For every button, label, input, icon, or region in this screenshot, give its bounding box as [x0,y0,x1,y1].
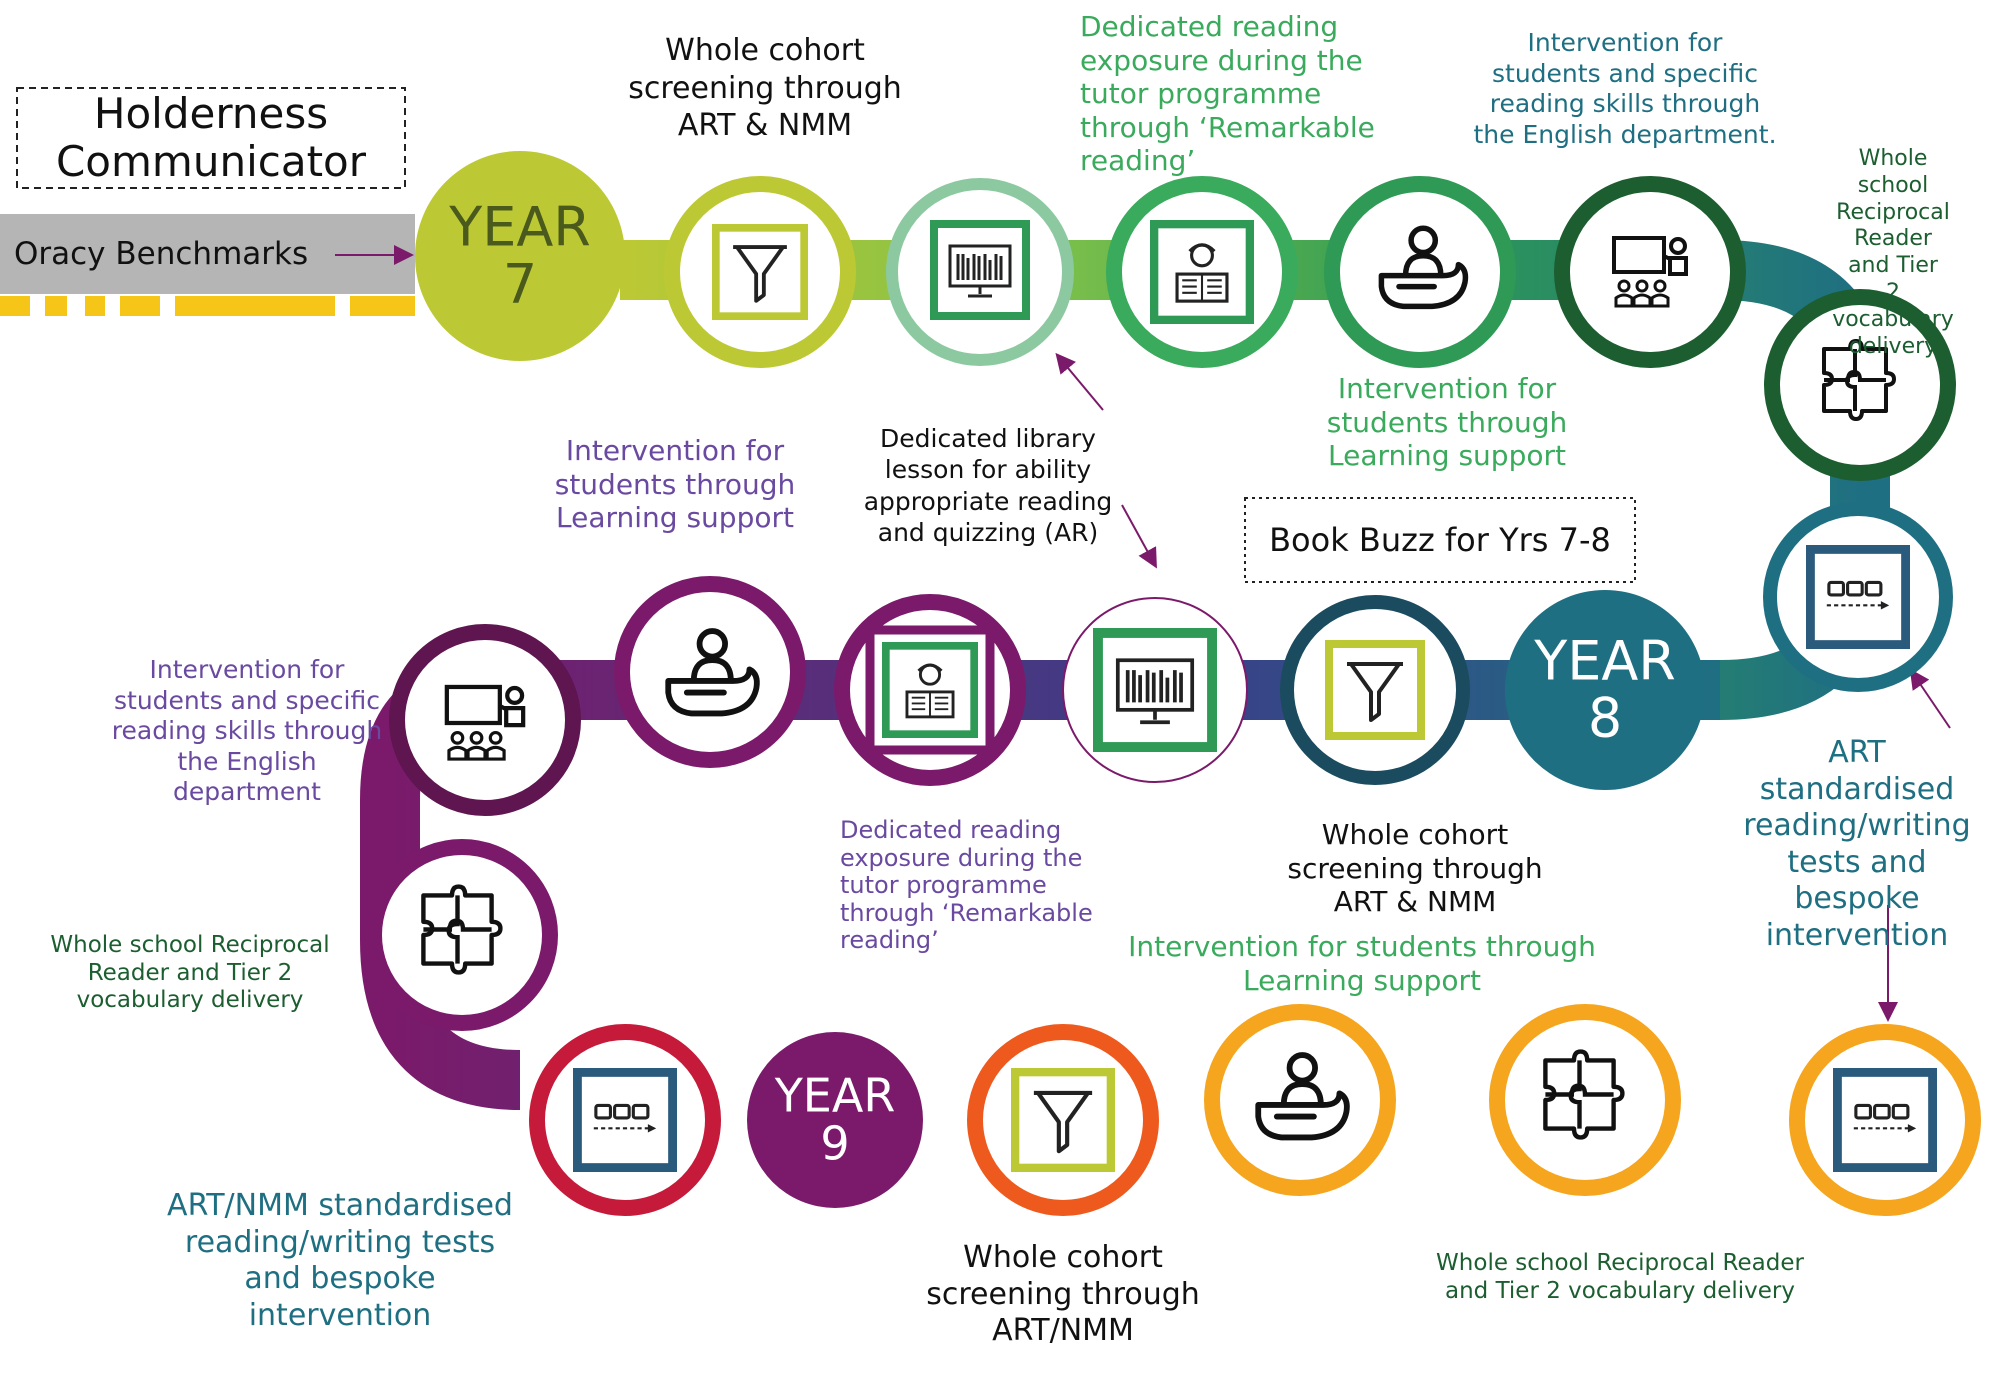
y7-screening-node [664,176,856,368]
y7-learning-support-label: Intervention for students through Learni… [1326,372,1568,473]
library-arrow-up [1055,352,1104,411]
y9-reciprocal-reader-label: Whole school Reciprocal Reader and Tier … [1436,1250,1804,1304]
y7-teacher-node [1554,176,1746,368]
y9-progress-end-node [1789,1024,1981,1216]
library-lesson-label: Dedicated library lesson for ability app… [863,424,1113,547]
year9-label: YEAR 9 [774,1068,896,1171]
y8-tutor-reading-label: Dedicated reading exposure during the tu… [840,816,1093,955]
y8-english-intervention-label: Intervention for students and specific r… [111,655,383,806]
y9-support-node [1204,1004,1396,1196]
year8-label: YEAR 8 [1534,629,1676,749]
book-buzz-box [1244,497,1636,583]
art-arrow-up [1909,668,1951,729]
y8-reciprocal-reader-label: Whole school Reciprocal Reader and Tier … [50,932,330,1014]
oracy-benchmarks-label: Oracy Benchmarks [14,236,309,272]
book-buzz-label: Book Buzz for Yrs 7-8 [1269,521,1611,559]
year7-circle [415,151,625,361]
y9-learning-support-label: Intervention for students through Learni… [1128,930,1596,997]
library-arrow-down [1121,504,1157,569]
y9-progress-node [529,1024,721,1216]
y7-puzzle-node [1764,289,1956,481]
y8-library-node [1062,597,1248,783]
funnel-icon [1329,644,1421,736]
art-tests-label: ART standardised reading/writing tests a… [1743,735,1971,953]
library-computer-icon [1098,633,1212,747]
year7-label: YEAR 7 [449,195,591,315]
funnel-icon [716,228,804,316]
y8-screening-label: Whole cohort screening through ART & NMM [1287,818,1543,919]
page-title: Holderness Communicator [55,88,367,186]
y8-reader-node [834,594,1026,786]
progress-track-icon [577,1072,673,1168]
y9-screening-label: Whole cohort screening through ART/NMM [926,1240,1200,1349]
yellow-accent-strip [0,296,415,316]
y8-learning-support-label: Intervention for students through Learni… [554,434,796,535]
y7-tutor-reading-label: Dedicated reading exposure during the tu… [1080,10,1375,178]
y8-puzzle-node [366,839,558,1031]
funnel-icon [1015,1072,1111,1168]
library-computer-icon [934,224,1026,316]
y7-progress-node [1763,502,1953,692]
title-box [16,87,406,189]
art-nmm-tests-label: ART/NMM standardised reading/writing tes… [167,1188,513,1333]
year9-circle [747,1032,923,1208]
y8-screening-node [1280,595,1470,785]
progress-track-icon [1837,1072,1933,1168]
y7-reciprocal-reader-label: Whole school Reciprocal Reader and Tier … [1832,146,1954,359]
year8-circle [1505,590,1705,790]
progress-track-icon [1810,549,1906,645]
y7-screening-label: Whole cohort screening through ART & NMM [628,33,902,143]
reading-person-icon [886,646,974,734]
reading-person-icon [1154,224,1250,320]
y8-teacher-node [389,624,581,816]
y9-screening-node [967,1024,1159,1216]
y7-support-node [1324,176,1516,368]
y7-english-intervention-label: Intervention for students and specific r… [1473,28,1777,149]
y7-reader-node [1106,176,1298,368]
y7-library-node [886,178,1074,366]
y8-support-node [614,576,806,768]
y9-puzzle-node [1489,1004,1681,1196]
